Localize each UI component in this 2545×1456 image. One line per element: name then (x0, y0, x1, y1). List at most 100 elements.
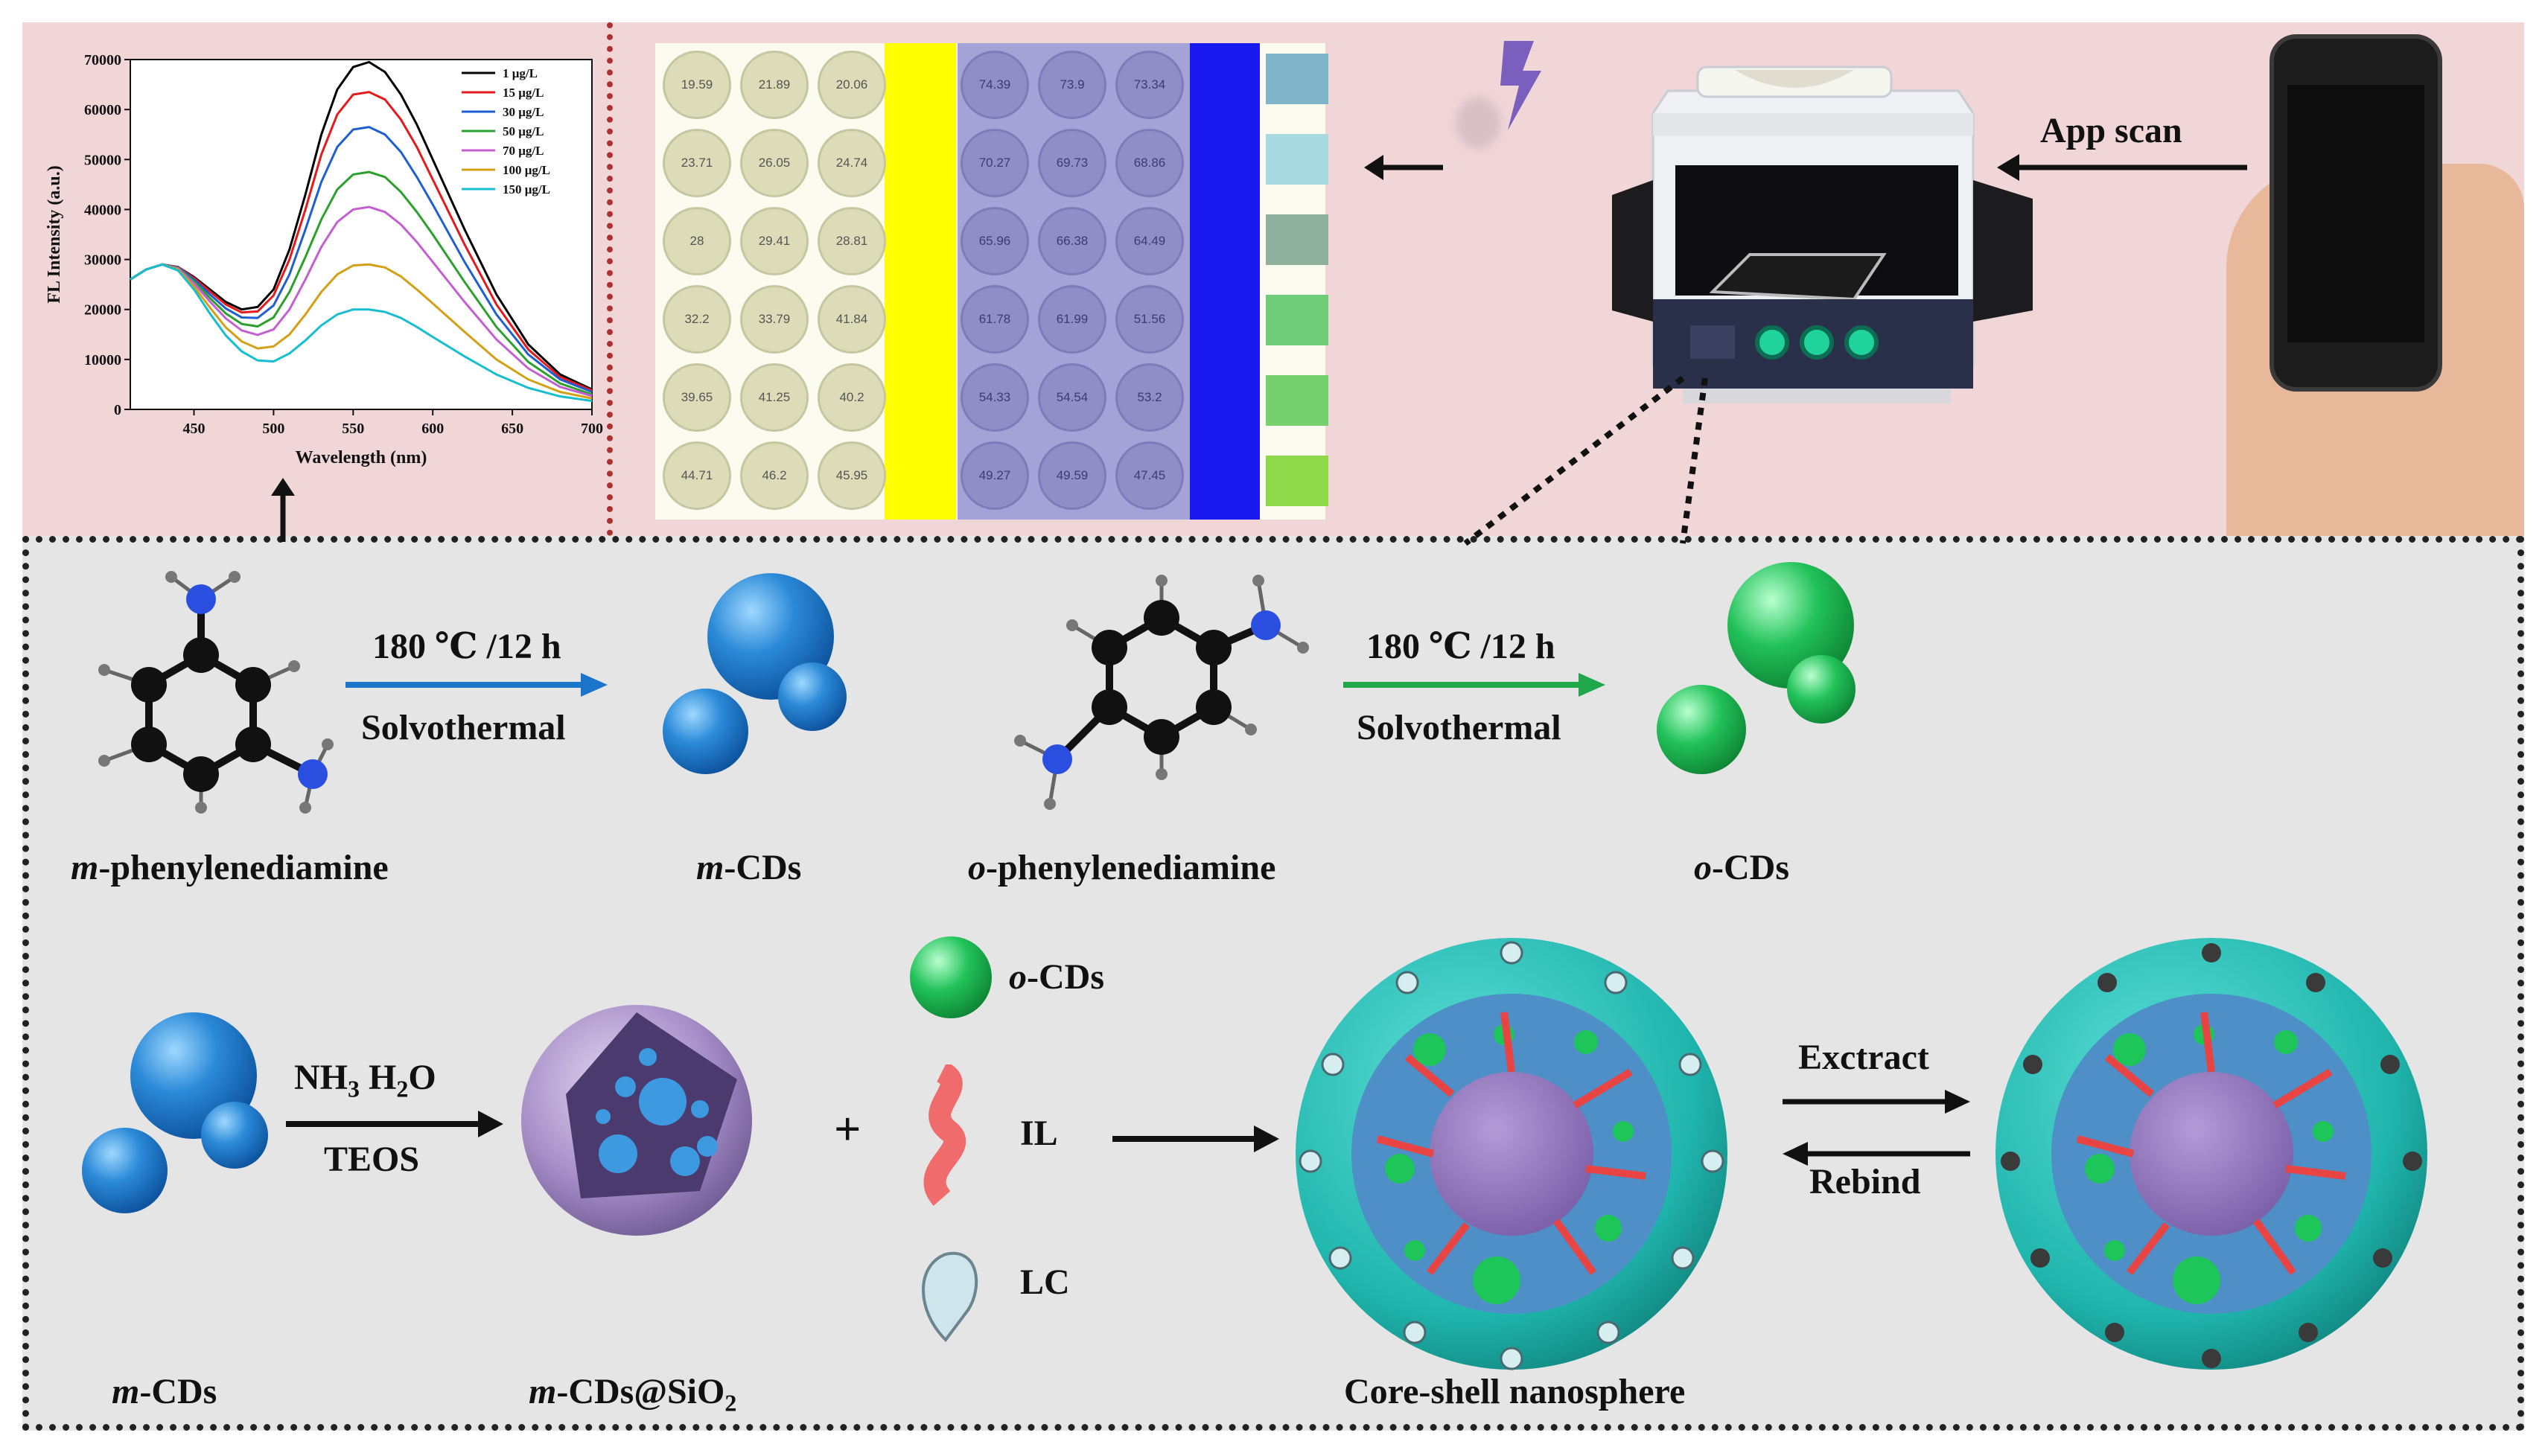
o-phenylenediamine-molecule (1014, 575, 1309, 810)
series-line (130, 170, 593, 396)
plus-sign: + (834, 1102, 861, 1155)
well-value: 66.38 (1038, 207, 1106, 275)
x-tick-label: 450 (183, 421, 206, 437)
y-tick-label: 50000 (84, 152, 121, 168)
plot-area (130, 59, 593, 410)
legend-label: 15 μg/L (503, 86, 544, 100)
well-value: 73.9 (1038, 51, 1106, 119)
silica-coating-arrow (286, 1111, 503, 1137)
m-cds-sio2-label: m-CDs@SiO2 (529, 1372, 737, 1417)
step2-method-label: Solvothermal (1357, 708, 1561, 747)
m-cds-particle-small (663, 689, 748, 774)
imprinting-arrow (1112, 1125, 1279, 1152)
well-value: 41.84 (818, 285, 886, 354)
well-value: 65.96 (961, 207, 1029, 275)
well-value: 21.89 (740, 51, 809, 119)
x-tick-label: 500 (262, 421, 284, 437)
m-synthesis-arrow (345, 673, 608, 697)
y-tick-label: 30000 (84, 252, 121, 269)
device-connector (1463, 375, 1708, 546)
series-line (130, 91, 593, 392)
m-cds-sio2-sphere (521, 1005, 752, 1236)
uv-analyzer-device (1586, 54, 2048, 433)
well-value: 19.59 (663, 51, 731, 119)
left-arrow (1364, 155, 1443, 180)
x-axis-label: Wavelength (nm) (296, 448, 427, 467)
well-value: 53.2 (1115, 363, 1184, 432)
well-value: 54.54 (1038, 363, 1106, 432)
color-swatch (1266, 456, 1328, 506)
y-tick-label: 70000 (84, 52, 121, 68)
blue-color-bar (1190, 43, 1260, 520)
phone-screen (2287, 85, 2424, 342)
x-tick-label: 600 (421, 421, 444, 437)
step2-temp-label: 180 ℃ /12 h (1366, 627, 1555, 666)
color-swatch (1266, 214, 1328, 265)
il-label: IL (1020, 1114, 1058, 1153)
extracted-nanosphere (1995, 938, 2427, 1370)
m-cds-particle-small (201, 1102, 268, 1169)
chart-lines (130, 60, 593, 403)
well-value: 49.27 (961, 441, 1029, 510)
yellow-color-bar (885, 43, 956, 520)
o-cds-legend-particle (910, 936, 992, 1018)
y-tick-label: 0 (114, 402, 121, 418)
ionic-liquid-icon (923, 1064, 966, 1206)
well-value: 61.99 (1038, 285, 1106, 354)
well-value: 32.2 (663, 285, 731, 354)
o-phenylenediamine-label: o-phenylenediamine (968, 848, 1276, 887)
well-value: 28.81 (818, 207, 886, 275)
y-tick-label: 60000 (84, 102, 121, 118)
well-value: 70.27 (961, 129, 1029, 197)
well-value: 44.71 (663, 441, 731, 510)
rebind-label: Rebind (1809, 1162, 1921, 1201)
legend-label: 30 μg/L (503, 105, 544, 119)
lc-droplet-icon (922, 1251, 978, 1343)
app-scan-label: App scan (2040, 111, 2182, 150)
well-value: 54.33 (961, 363, 1029, 432)
well-value: 69.73 (1038, 129, 1106, 197)
o-cds-legend-label: o-CDs (1009, 957, 1104, 997)
step1-temp-label: 180 ℃ /12 h (372, 627, 561, 666)
well-value: 47.45 (1115, 441, 1184, 510)
series-line (130, 263, 593, 403)
well-value: 45.95 (818, 441, 886, 510)
m-phenylenediamine-label: m-phenylenediamine (71, 848, 389, 887)
well-value: 40.2 (818, 363, 886, 432)
uv-glow (1456, 97, 1500, 149)
well-value: 73.34 (1115, 51, 1184, 119)
x-tick-label: 700 (581, 421, 603, 437)
color-swatch (1266, 54, 1328, 104)
well-value: 26.05 (740, 129, 809, 197)
core-shell-nanosphere (1296, 938, 1727, 1370)
m-phenylenediamine-molecule (98, 571, 334, 814)
color-swatch (1266, 375, 1328, 426)
m-cds-particle-small (82, 1128, 168, 1213)
o-cds-label: o-CDs (1694, 848, 1789, 887)
series-line (130, 263, 593, 400)
core-shell-label: Core-shell nanosphere (1344, 1372, 1686, 1411)
well-value: 28 (663, 207, 731, 275)
well-value: 39.65 (663, 363, 731, 432)
m-cds-label: m-CDs (696, 848, 802, 887)
well-value: 33.79 (740, 285, 809, 354)
well-value: 41.25 (740, 363, 809, 432)
y-tick-label: 10000 (84, 352, 121, 368)
step1-method-label: Solvothermal (361, 708, 566, 747)
series-line (130, 126, 593, 393)
well-value: 24.74 (818, 129, 886, 197)
app-scan-arrow (1997, 154, 2247, 181)
extract-label: Exctract (1798, 1038, 1929, 1077)
panel-divider (607, 22, 613, 536)
o-synthesis-arrow (1343, 673, 1605, 697)
well-value: 68.86 (1115, 129, 1184, 197)
uv-lightning-icon (1500, 41, 1541, 130)
series-line (130, 205, 593, 397)
x-tick-label: 650 (501, 421, 523, 437)
well-value: 64.49 (1115, 207, 1184, 275)
x-tick-label: 550 (342, 421, 364, 437)
